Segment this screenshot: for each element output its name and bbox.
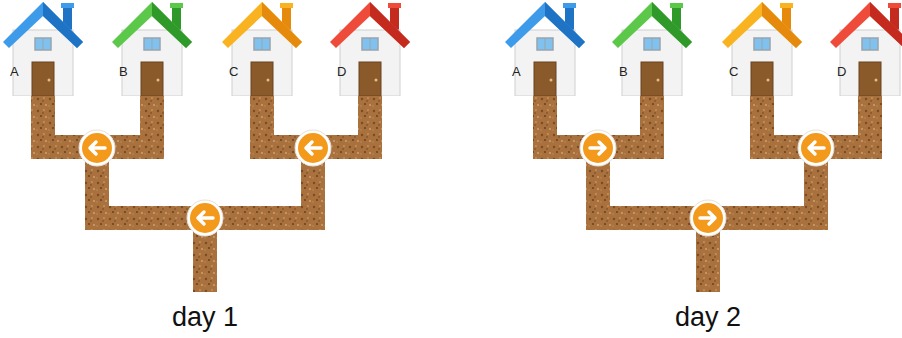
- house-letter: B: [619, 64, 628, 79]
- window: [35, 38, 51, 50]
- window: [254, 38, 270, 50]
- door: [251, 62, 273, 96]
- house-shape: [722, 0, 802, 96]
- house-shape: [505, 0, 585, 96]
- switch-left: [295, 130, 331, 166]
- door: [641, 62, 663, 96]
- door-knob: [48, 79, 51, 82]
- house-letter: A: [10, 64, 19, 79]
- road-day-1: [31, 88, 382, 292]
- house: B: [612, 0, 692, 96]
- house-letter: A: [512, 64, 521, 79]
- house-letter: C: [729, 64, 738, 79]
- window-bar: [262, 38, 263, 50]
- door: [751, 62, 773, 96]
- chimney-cap: [780, 3, 793, 8]
- chimney-cap: [388, 3, 401, 8]
- house: A: [3, 0, 83, 96]
- house: D: [330, 0, 410, 96]
- switch-right: [690, 200, 726, 236]
- switch-right: [580, 130, 616, 166]
- door: [359, 62, 381, 96]
- house-wall: [732, 30, 792, 96]
- house-shape: [330, 0, 410, 96]
- house: D: [830, 0, 902, 96]
- house-wall: [622, 30, 682, 96]
- house-wall: [340, 30, 400, 96]
- door: [859, 62, 881, 96]
- chimney-cap: [170, 3, 183, 8]
- house-letter: C: [229, 64, 238, 79]
- window-bar: [370, 38, 371, 50]
- window-bar: [652, 38, 653, 50]
- house-wall: [840, 30, 900, 96]
- chimney-cap: [563, 3, 576, 8]
- house-wall: [13, 30, 73, 96]
- switch-left: [798, 130, 834, 166]
- road-day-2: [533, 88, 882, 292]
- door: [534, 62, 556, 96]
- chimney-cap: [61, 3, 74, 8]
- door-knob: [657, 79, 660, 82]
- door-knob: [267, 79, 270, 82]
- door-knob: [157, 79, 160, 82]
- house-wall: [232, 30, 292, 96]
- house-shape: [222, 0, 302, 96]
- window-bar: [870, 38, 871, 50]
- door: [32, 62, 54, 96]
- door-knob: [875, 79, 878, 82]
- day-label: day 1: [172, 302, 238, 333]
- door-knob: [550, 79, 553, 82]
- house: A: [505, 0, 585, 96]
- window: [644, 38, 660, 50]
- window-bar: [762, 38, 763, 50]
- window-bar: [545, 38, 546, 50]
- house-shape: [830, 0, 902, 96]
- day-label: day 2: [675, 302, 741, 333]
- house: C: [722, 0, 802, 96]
- house: C: [222, 0, 302, 96]
- house-letter: D: [837, 64, 846, 79]
- house: B: [112, 0, 192, 96]
- house-shape: [612, 0, 692, 96]
- house-wall: [515, 30, 575, 96]
- house-shape: [112, 0, 192, 96]
- window: [862, 38, 878, 50]
- door: [141, 62, 163, 96]
- house-letter: D: [337, 64, 346, 79]
- chimney-cap: [280, 3, 293, 8]
- window: [754, 38, 770, 50]
- chimney-cap: [888, 3, 901, 8]
- chimney-cap: [670, 3, 683, 8]
- window: [362, 38, 378, 50]
- window-bar: [152, 38, 153, 50]
- window: [537, 38, 553, 50]
- house-letter: B: [119, 64, 128, 79]
- door-knob: [375, 79, 378, 82]
- switch-left: [187, 200, 223, 236]
- window: [144, 38, 160, 50]
- door-knob: [767, 79, 770, 82]
- window-bar: [43, 38, 44, 50]
- switch-left: [79, 130, 115, 166]
- house-wall: [122, 30, 182, 96]
- house-shape: [3, 0, 83, 96]
